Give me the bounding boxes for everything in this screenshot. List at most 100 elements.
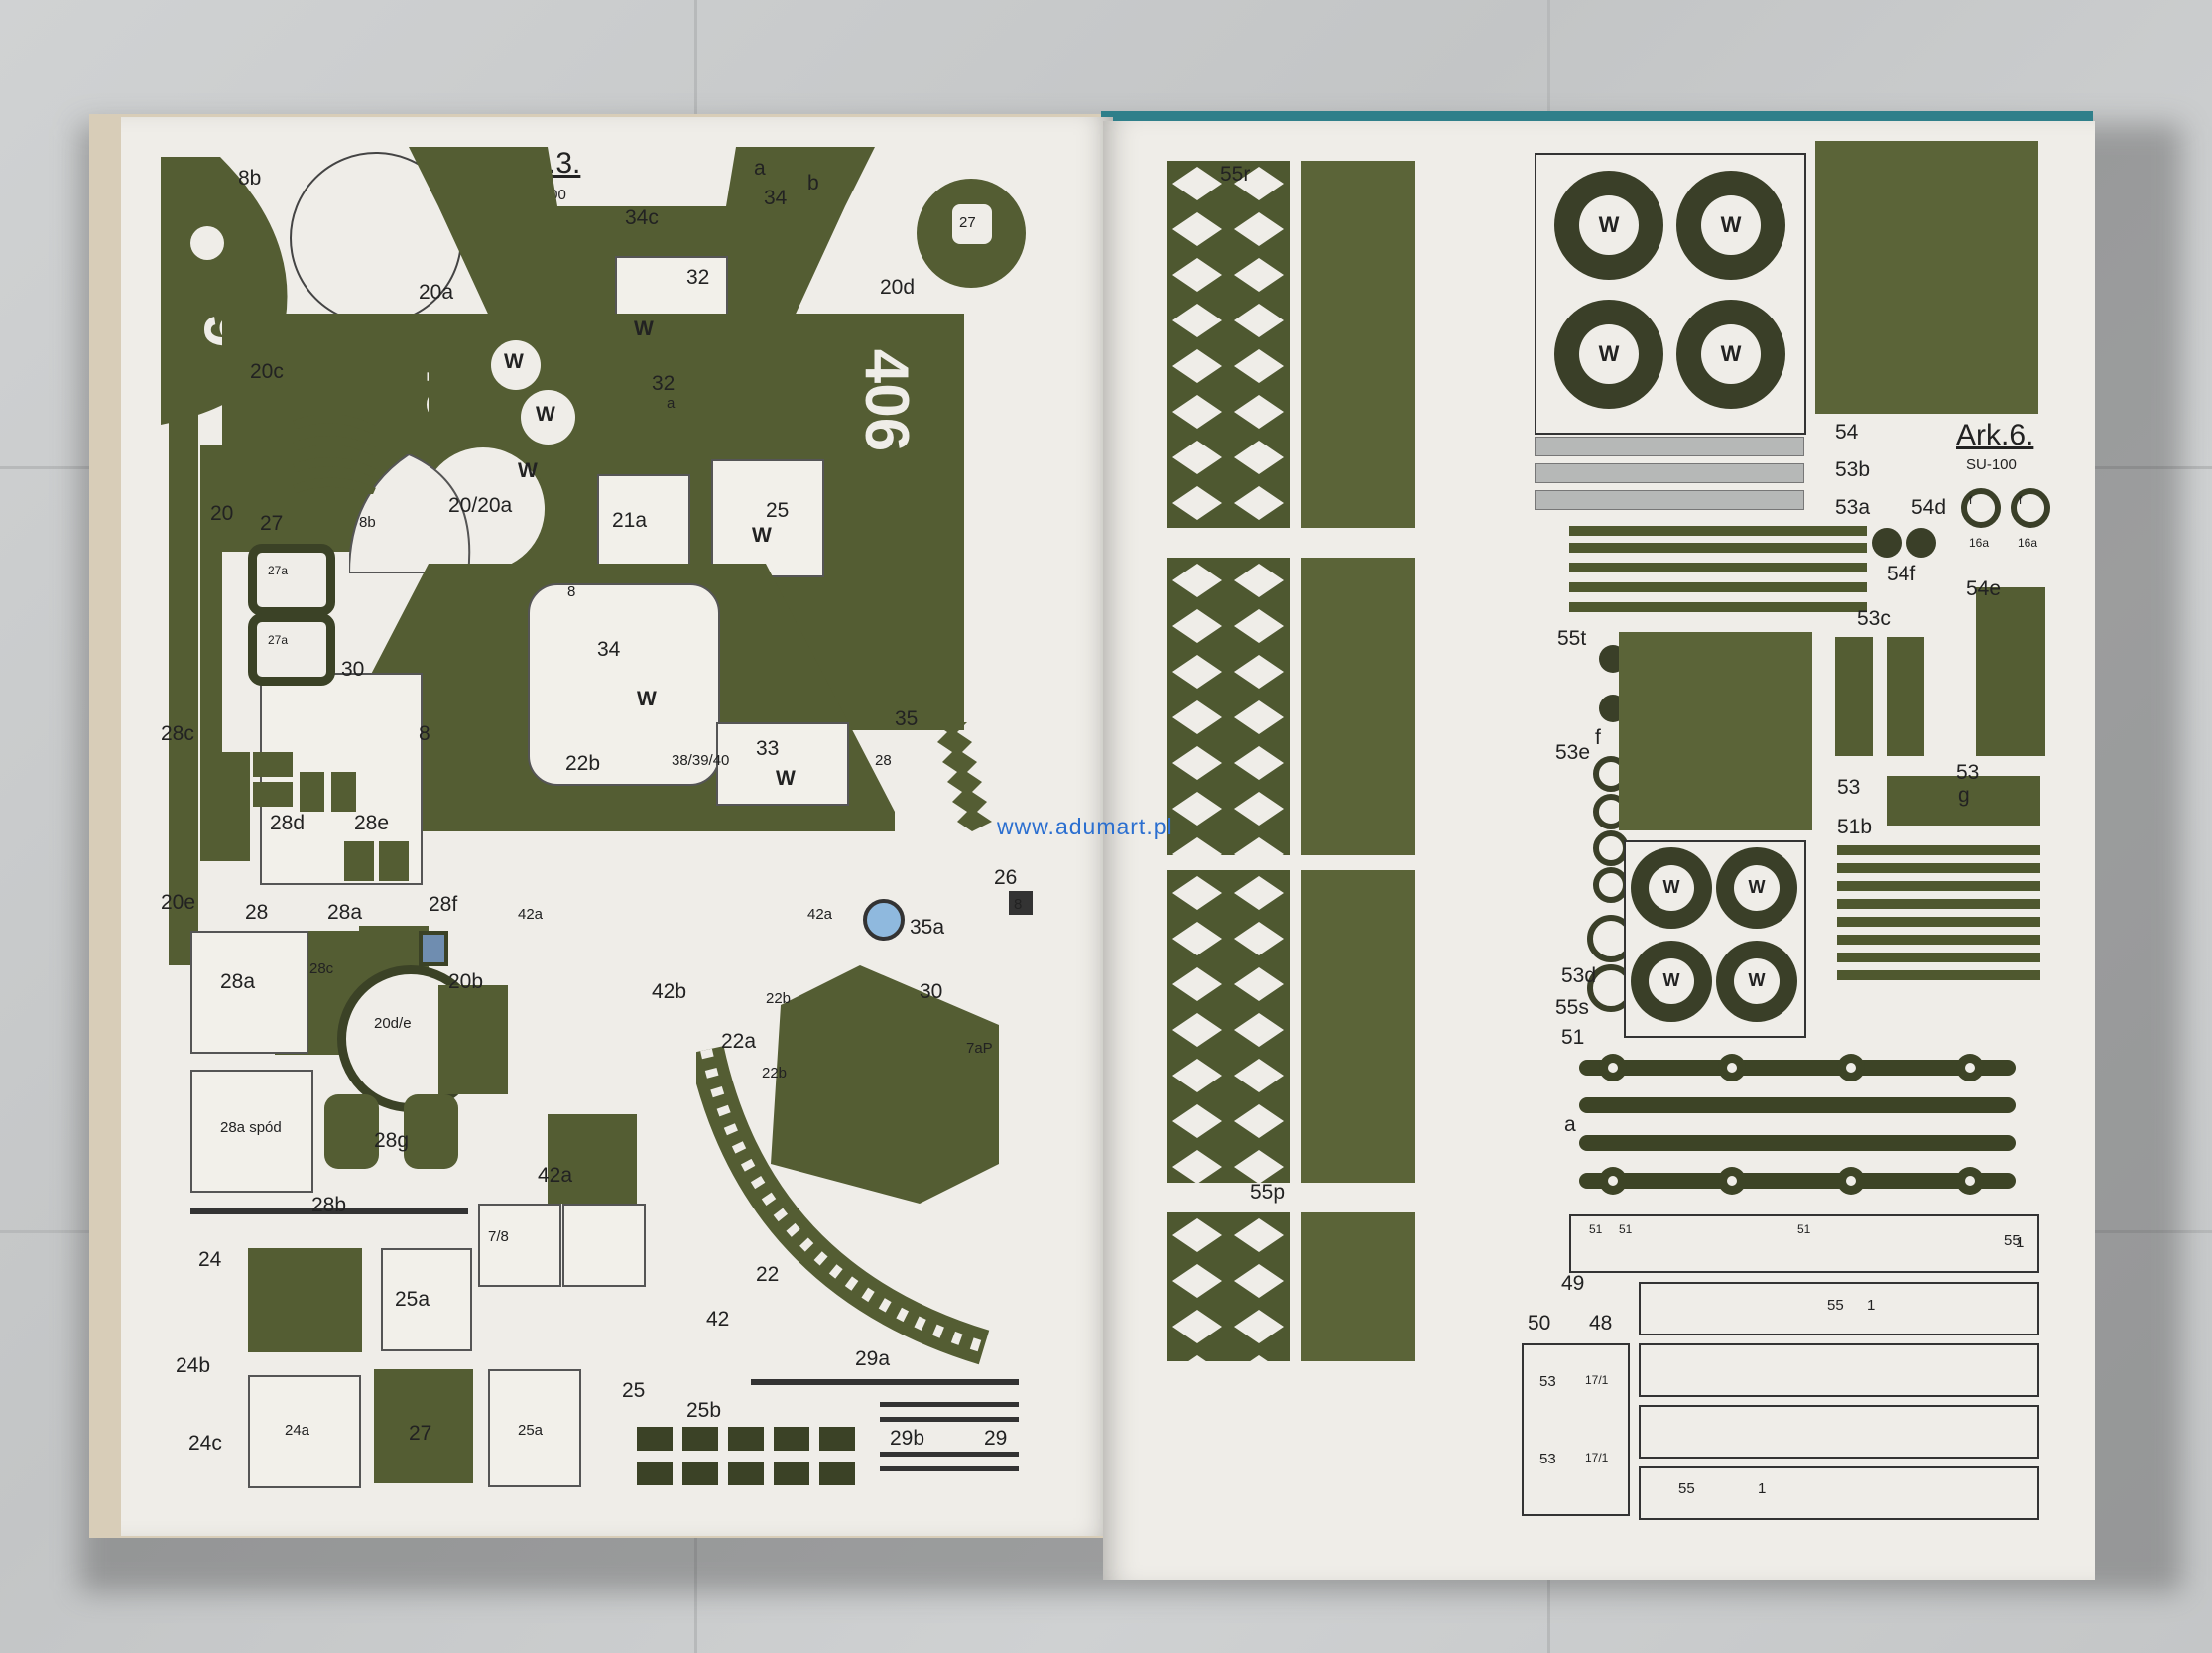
- part-lattice-2: [1167, 558, 1290, 855]
- part-label: W: [776, 767, 796, 790]
- part-label: 27: [409, 1422, 432, 1445]
- part-label: 21a: [612, 509, 648, 532]
- part-29: [880, 1452, 1019, 1457]
- part-label: 53: [1539, 1451, 1556, 1467]
- part-55-box-row: [1639, 1466, 2039, 1520]
- part-label: 22b: [762, 1065, 788, 1081]
- part-label: f: [2019, 493, 2023, 507]
- part-51b-stripe: [1837, 917, 2040, 927]
- part-29: [880, 1466, 1019, 1471]
- part-28d: [300, 772, 324, 812]
- part-51-link-dot: [1956, 1054, 1984, 1081]
- part-53c-strip: [1887, 637, 1924, 756]
- part-label: 17/1: [1585, 1451, 1609, 1464]
- part-53a-stripe: [1569, 563, 1867, 572]
- part-label: 27: [260, 512, 284, 535]
- part-54f: [1906, 528, 1936, 558]
- part-8b-wedge: [349, 454, 471, 573]
- part-27-bottom: [374, 1369, 473, 1483]
- part-label: 8: [1014, 896, 1023, 913]
- part-label: 51: [1619, 1222, 1633, 1236]
- part-label: 20d/e: [374, 1015, 412, 1032]
- part-51-link-dot: [1956, 1167, 1984, 1195]
- part-label: 30: [920, 980, 943, 1003]
- part-label: 25: [766, 499, 790, 522]
- part-label: 51: [1797, 1222, 1811, 1236]
- part-51-link-dot: [1837, 1167, 1865, 1195]
- part-51-link-row: [1579, 1173, 2016, 1189]
- part-53b-bar: [1535, 437, 1804, 456]
- part-29a: [751, 1379, 1019, 1385]
- sheet-subtitle: SU-100: [1966, 456, 2017, 473]
- part-label: 22: [756, 1263, 780, 1286]
- road-wheel: W: [1676, 171, 1785, 280]
- road-wheel: W: [1716, 941, 1797, 1022]
- part-label: 28a spód: [220, 1119, 282, 1136]
- part-label: g: [1958, 784, 1970, 807]
- part-label: a: [1564, 1113, 1576, 1136]
- part-label: 42a: [538, 1164, 573, 1187]
- part-label: 32: [686, 266, 710, 289]
- part-25-plate: [711, 459, 824, 577]
- part-label: 8b: [238, 167, 262, 190]
- part-28d: [331, 772, 356, 812]
- part-label: 20d: [880, 276, 916, 299]
- part-label: 24: [198, 1248, 222, 1271]
- part-label: 7aP: [966, 1040, 993, 1057]
- part-label: 53b: [1835, 458, 1871, 481]
- part-label: 54e: [1966, 577, 2002, 600]
- part-51b-stripe: [1837, 863, 2040, 873]
- part-29b: [880, 1417, 1019, 1422]
- part-label: 20b: [448, 970, 484, 993]
- part-label: 49: [1561, 1272, 1585, 1295]
- part-label: 51: [1561, 1026, 1585, 1049]
- part-label: 53: [1837, 776, 1861, 799]
- part-22-track: [696, 1046, 990, 1365]
- part-28g: [324, 1094, 379, 1169]
- part-label: W: [536, 403, 555, 426]
- part-53a-stripe: [1569, 582, 1867, 592]
- part-label: 25b: [686, 1399, 722, 1422]
- part-label: a: [754, 157, 766, 180]
- part-label: 42b: [652, 980, 687, 1003]
- part-51b-stripe: [1837, 970, 2040, 980]
- part-label: 24b: [176, 1354, 211, 1377]
- part-label: W: [518, 459, 538, 482]
- part-51-link-dot: [1718, 1167, 1746, 1195]
- part-label: 33: [756, 737, 780, 760]
- part-54d-ring: [1961, 488, 2001, 528]
- part-28g: [404, 1094, 458, 1169]
- part-label: 26: [994, 866, 1018, 889]
- part-24: [248, 1248, 362, 1352]
- part-label: 34: [597, 638, 621, 661]
- part-label: 1: [1758, 1480, 1767, 1497]
- part-28c: [220, 752, 250, 861]
- part-label: 32: [652, 372, 676, 395]
- part-label: f: [1595, 726, 1601, 749]
- part-label: a: [667, 395, 676, 412]
- part-label: 8: [419, 722, 430, 745]
- watermark: www.adumart.pl: [997, 814, 1173, 839]
- sheet-title: Ark.6.: [1956, 419, 2034, 451]
- part-label: 34: [764, 187, 788, 209]
- part-label: 35: [895, 707, 919, 730]
- part-label: 54f: [1887, 563, 1916, 585]
- part-label: 53a: [1835, 496, 1871, 519]
- part-w-roundel: [521, 390, 575, 445]
- part-42b: [438, 985, 508, 1094]
- part-label: 28a: [327, 901, 363, 924]
- part-label: W: [634, 318, 654, 340]
- part-53c-strip: [1835, 637, 1873, 756]
- part-label: 1: [1867, 1297, 1876, 1314]
- part-51-link-row: [1579, 1135, 2016, 1151]
- part-label: 28: [875, 752, 892, 769]
- part-28e: [344, 841, 374, 881]
- part-53-block: [1887, 776, 2040, 826]
- part-50-53-box: [1522, 1343, 1630, 1516]
- part-51-link-dot: [1837, 1054, 1865, 1081]
- part-35a: [863, 899, 905, 941]
- part-42a-box: [562, 1204, 646, 1287]
- part-42a-square: [548, 1114, 637, 1204]
- part-51b-stripe: [1837, 899, 2040, 909]
- part-label: 34c: [625, 206, 659, 229]
